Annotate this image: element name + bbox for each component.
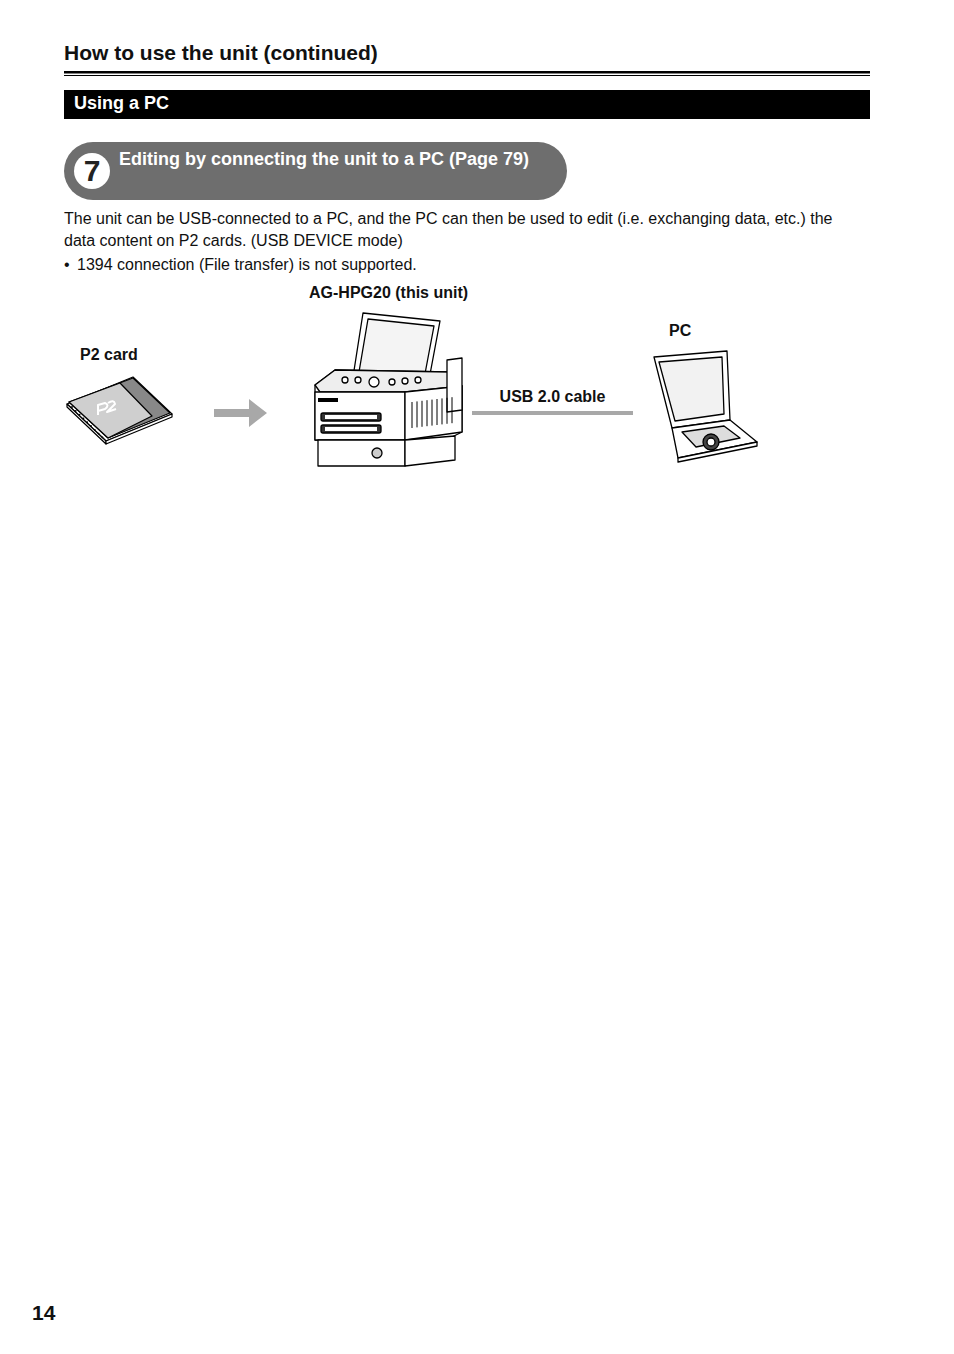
p2-card-item: P2 card — [64, 346, 213, 446]
header-rule-thin — [64, 75, 870, 76]
step-number-circle: 7 — [74, 153, 110, 189]
edge-label: USB 2.0 cable — [498, 388, 608, 406]
card-dot — [86, 421, 88, 423]
unit-drawing — [315, 313, 462, 466]
card-dot — [102, 437, 104, 439]
card-dot — [90, 425, 92, 427]
vent-line — [442, 398, 443, 424]
body-paragraph: The unit can be USB-connected to a PC, a… — [64, 208, 864, 252]
pc-item: PC — [634, 322, 762, 462]
vent-line — [422, 401, 423, 427]
card-dot — [71, 406, 73, 408]
card-dot — [94, 429, 96, 431]
card-dot — [79, 414, 81, 416]
cable-line — [472, 411, 633, 415]
vent-line — [437, 399, 438, 425]
node-text: AG-HPG20 (this unit) — [309, 284, 471, 302]
flow-arrow — [214, 399, 267, 427]
vent-line — [427, 400, 428, 426]
card-dot — [83, 418, 85, 420]
cable-stroke — [472, 411, 633, 415]
vent-line — [432, 400, 433, 426]
node-text: 7 — [74, 153, 110, 189]
vent-line — [412, 402, 413, 428]
section-band: Using a PC — [64, 90, 870, 119]
card-dot — [98, 433, 100, 435]
node-text: Editing by connecting the unit to a PC (… — [119, 147, 555, 171]
card-dot — [75, 410, 77, 412]
p2-card-drawing — [67, 377, 172, 444]
node-text: P2 card — [80, 346, 213, 364]
unit-item: AG-HPG20 (this unit) — [268, 284, 471, 472]
node-text: Using a PC — [74, 93, 870, 114]
vent-line — [452, 397, 453, 423]
bullet: • — [64, 254, 70, 276]
arrow-shape — [214, 399, 267, 427]
page-title: How to use the unit (continued) — [64, 41, 378, 65]
step-pill: 7 Editing by connecting the unit to a PC … — [64, 142, 567, 200]
laptop-drawing — [654, 351, 757, 462]
vent-line — [417, 401, 418, 427]
note-text: 1394 connection (File transfer) is not s… — [77, 254, 417, 276]
node-text: PC — [669, 322, 762, 340]
page-number: 14 — [32, 1301, 55, 1325]
header-rule — [64, 71, 870, 74]
vent-line — [447, 398, 448, 424]
